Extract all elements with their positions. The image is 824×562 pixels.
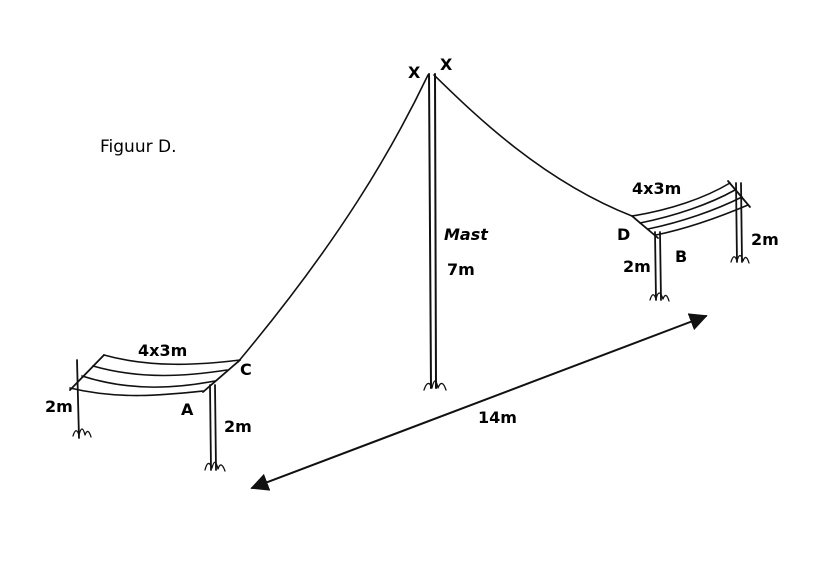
left-net-size: 4x3m	[138, 341, 187, 360]
left-net-post-back	[76, 359, 80, 439]
left-net-post-height-back: 2m	[45, 397, 73, 416]
right-net-post-back-b	[740, 182, 743, 263]
left-net-bar-back	[69, 354, 105, 391]
right-net	[631, 180, 751, 302]
distance-arrow	[250, 313, 708, 491]
left-net-strand-3	[81, 375, 216, 388]
left-net-post-front-b	[214, 384, 217, 471]
right-back-grass-icon	[730, 254, 750, 264]
right-net-post-height-front: 2m	[623, 257, 651, 276]
mast-height: 7m	[447, 260, 475, 279]
left-net-corner-a: A	[181, 400, 194, 419]
mast	[423, 73, 447, 391]
right-net-strand-3	[647, 196, 743, 230]
right-net-corner-b: B	[675, 247, 687, 266]
left-net-strand-2	[92, 365, 228, 377]
left-net-strand-4	[69, 387, 204, 397]
left-net-post-front-a	[209, 384, 212, 471]
left-net	[69, 354, 241, 472]
mast-pole-right	[434, 73, 437, 389]
mast-top-label-left: X	[408, 63, 421, 82]
mast-label: Mast	[444, 225, 489, 244]
right-net-bar-back	[727, 180, 751, 208]
distance-label: 14m	[478, 408, 517, 427]
right-net-post-back-a	[735, 182, 738, 263]
left-front-grass-icon	[204, 461, 226, 472]
right-net-bar-front	[631, 215, 659, 239]
right-net-corner-d: D	[617, 225, 630, 244]
right-net-post-front-b	[659, 231, 662, 301]
left-net-post-height-front: 2m	[224, 417, 252, 436]
cable-right	[433, 74, 633, 217]
right-net-strand-2	[639, 189, 736, 224]
left-net-bar-front	[202, 359, 241, 393]
left-grass-icon	[72, 428, 92, 438]
left-net-corner-c: C	[240, 360, 252, 379]
mast-top-label-right: X	[440, 55, 453, 74]
cable-left	[237, 74, 429, 363]
right-net-strand-4	[655, 204, 749, 236]
mast-pole-left	[428, 73, 432, 389]
figure-title: Figuur D.	[100, 137, 177, 157]
left-net-strand-1	[103, 354, 241, 366]
right-net-post-front-a	[654, 231, 657, 301]
right-net-strand-1	[631, 182, 731, 217]
right-net-post-height-back: 2m	[751, 230, 779, 249]
right-net-size: 4x3m	[632, 179, 681, 198]
right-front-grass-icon	[649, 292, 670, 302]
